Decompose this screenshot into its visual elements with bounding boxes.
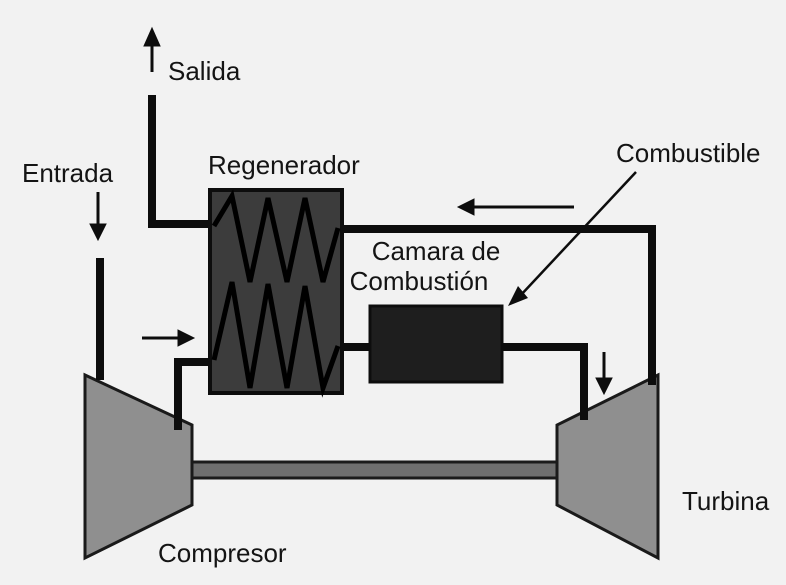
- inlet-label: Entrada: [22, 158, 114, 188]
- chamber-to-turbine-pipe: [500, 343, 588, 420]
- combustion-chamber-label-line1: Camara de: [371, 236, 501, 266]
- compressor: [83, 372, 194, 561]
- turbine-label: Turbina: [682, 486, 770, 516]
- regenerator-coil-top: [211, 189, 341, 283]
- compressor-to-regenerator-pipe: [174, 358, 212, 430]
- shaft: [186, 460, 562, 480]
- turbine-exhaust-pipe: [340, 225, 656, 385]
- combustible-pointer-arrowhead-icon: [508, 286, 528, 306]
- regenerator-coil-bottom: [211, 281, 341, 398]
- combustion-chamber: [368, 304, 504, 384]
- exit-pipe: [148, 95, 212, 228]
- exhaust-flow-arrowhead-icon: [456, 198, 475, 216]
- combustion-chamber-label-line2: Combustión: [349, 266, 489, 296]
- compressor-label: Compresor: [158, 538, 287, 568]
- compressed-air-arrowhead-icon: [177, 329, 196, 347]
- exit-label: Salida: [168, 56, 241, 86]
- turbine-inlet-arrowhead-icon: [595, 377, 613, 396]
- turbine: [555, 372, 660, 561]
- fuel-label: Combustible: [616, 138, 761, 168]
- inlet-arrowhead-icon: [89, 223, 107, 242]
- regenerator-label: Regenerador: [208, 150, 360, 180]
- combustible-pointer-arrow-icon: [519, 171, 637, 297]
- exit-arrowhead-icon: [143, 26, 161, 47]
